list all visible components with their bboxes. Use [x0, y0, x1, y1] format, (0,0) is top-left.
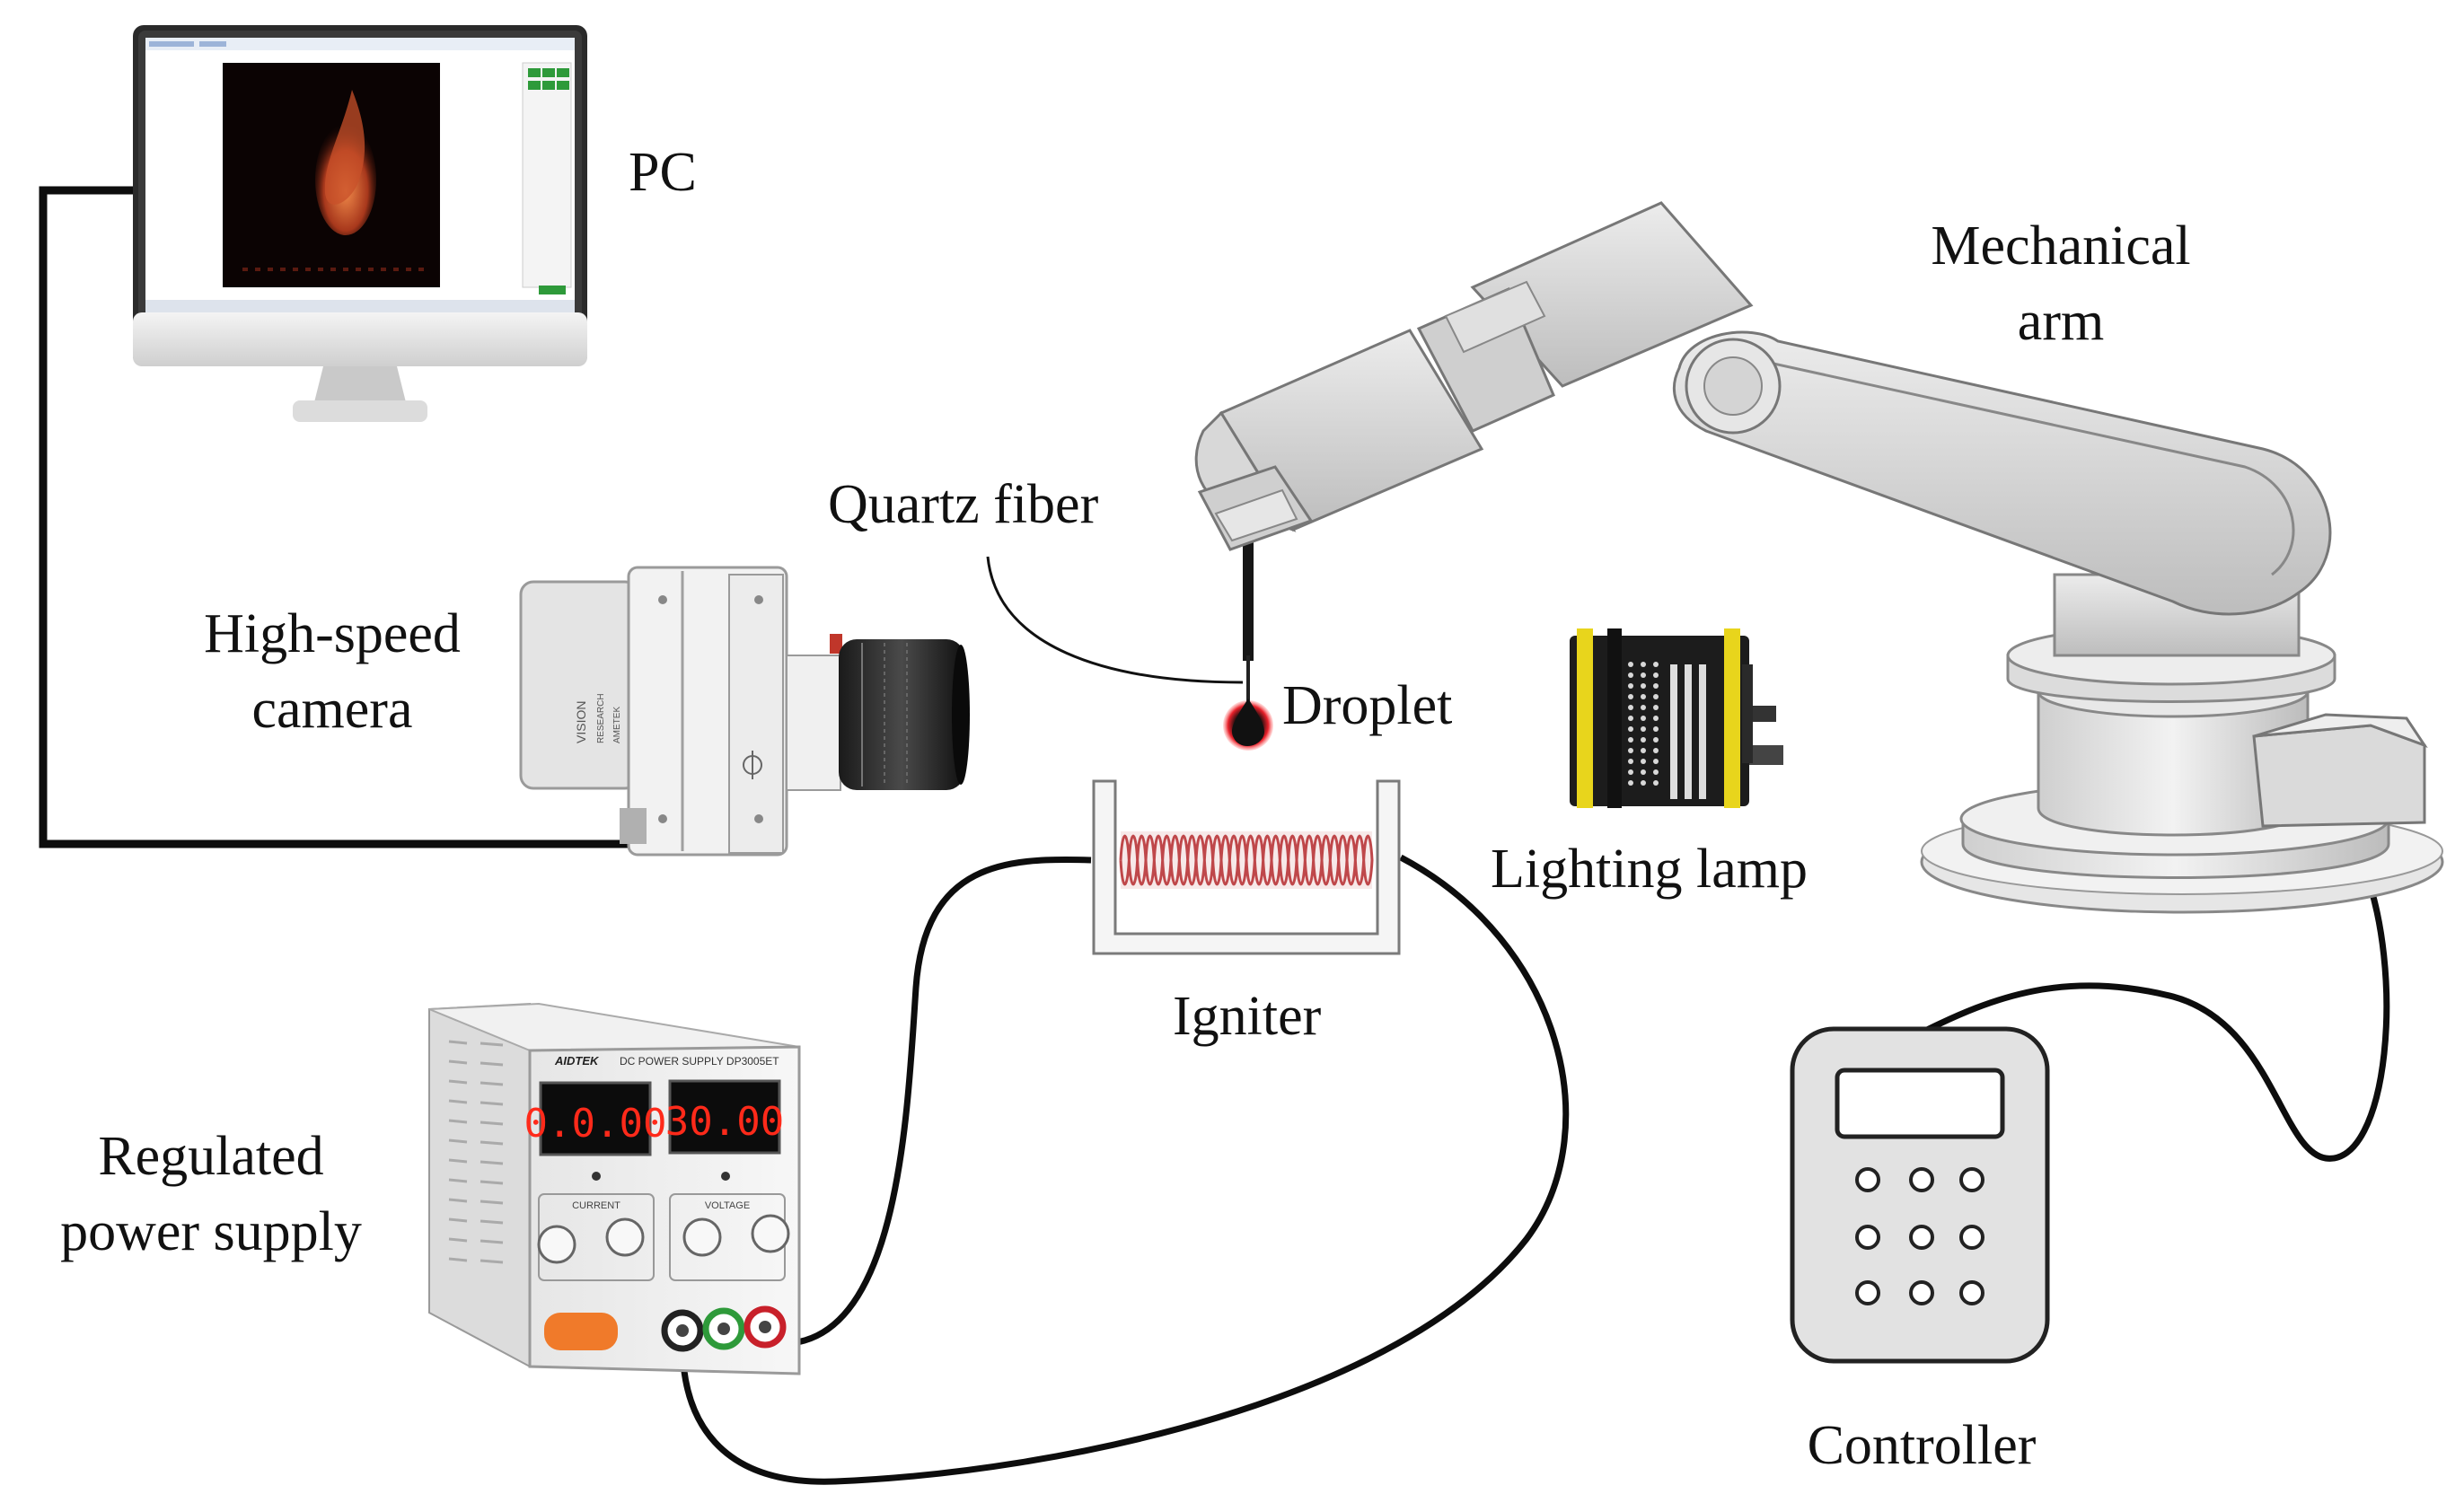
regulated-power-supply: DC POWER SUPPLY DP3005ET AIDTEK 0.0.00 3… — [428, 1002, 801, 1375]
igniter — [1092, 779, 1401, 955]
current-coarse-knob[interactable] — [605, 1217, 645, 1257]
label-controller: Controller — [1807, 1415, 2037, 1476]
heating-coil — [1119, 831, 1374, 889]
pc-to-camera-cable — [39, 186, 629, 848]
label-regulated-power-supply: Regulated power supply — [60, 1126, 362, 1262]
current-display — [539, 1081, 652, 1156]
camera-lens — [839, 639, 964, 790]
voltage-fine-knob[interactable] — [682, 1217, 722, 1257]
current-display-value: 0.0.00 — [524, 1101, 667, 1147]
controller-keypad — [1855, 1167, 1984, 1305]
quartz-fiber — [986, 535, 1254, 702]
label-lighting-lamp: Lighting lamp — [1491, 839, 1808, 900]
controller — [1790, 1026, 2050, 1364]
power-supply-to-igniter-cable-left — [771, 856, 1092, 1347]
ps-model-text: DC POWER SUPPLY DP3005ET — [620, 1055, 779, 1068]
label-mechanical-arm: Mechanical arm — [1931, 215, 2191, 352]
power-supply-to-igniter-cable-right — [679, 854, 1570, 1485]
ps-brand-text: AIDTEK — [554, 1054, 600, 1068]
voltage-coarse-knob[interactable] — [751, 1214, 790, 1253]
label-pc: PC — [629, 142, 697, 203]
label-high-speed-camera: High-speed camera — [204, 603, 461, 740]
lighting-lamp — [1570, 628, 1783, 808]
high-speed-camera: VISION RESEARCH AMETEK — [519, 566, 970, 857]
label-quartz-fiber: Quartz fiber — [828, 474, 1099, 535]
ps-current-label: CURRENT — [572, 1200, 620, 1211]
mechanical-arm — [1194, 201, 2444, 914]
svg-text:RESEARCH: RESEARCH — [596, 693, 606, 743]
voltage-display-value: 30.00 — [665, 1099, 784, 1145]
voltage-display — [668, 1079, 781, 1155]
label-igniter: Igniter — [1173, 986, 1322, 1047]
current-fine-knob[interactable] — [537, 1225, 576, 1264]
pc-monitor — [133, 25, 587, 422]
controller-screen — [1835, 1068, 2005, 1139]
ps-voltage-label: VOLTAGE — [705, 1200, 750, 1211]
arm-to-controller-cable — [1920, 860, 2390, 1162]
droplet — [1223, 699, 1273, 751]
power-button[interactable] — [544, 1313, 618, 1350]
svg-text:AMETEK: AMETEK — [612, 707, 622, 743]
label-droplet: Droplet — [1282, 675, 1453, 736]
svg-text:VISION: VISION — [574, 701, 588, 743]
